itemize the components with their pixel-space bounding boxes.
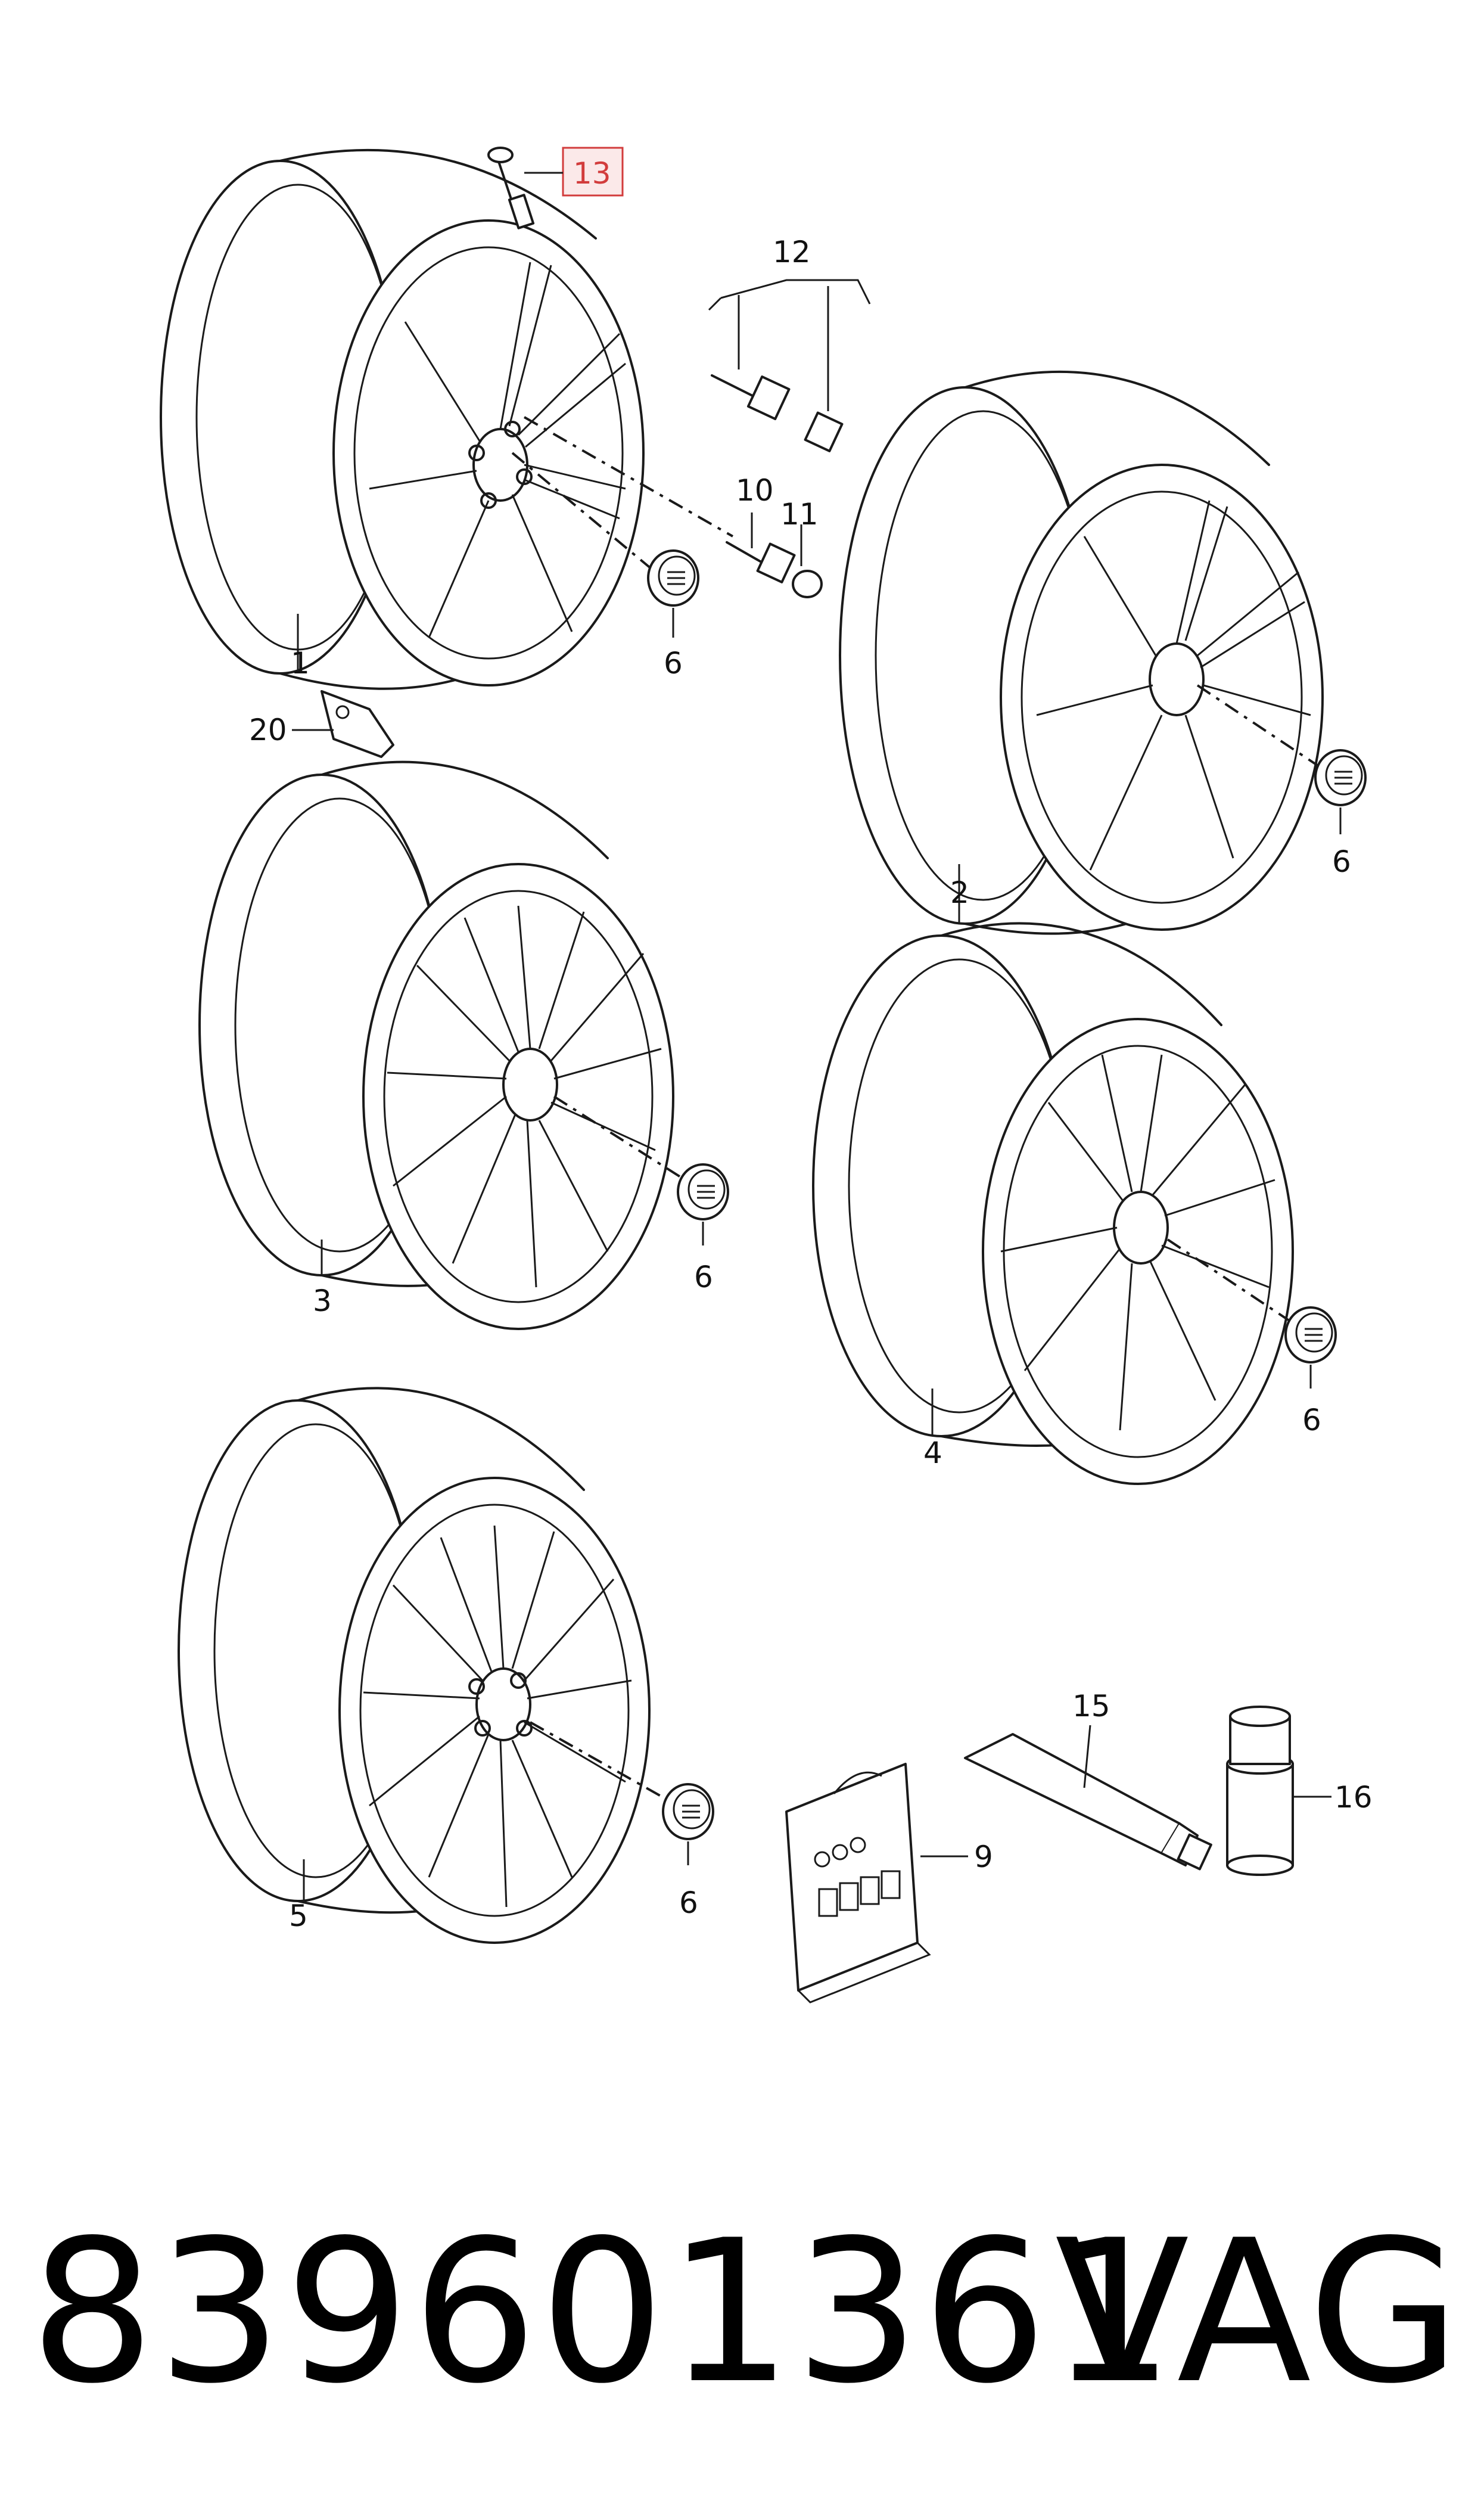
brand-name: VAG xyxy=(1054,2198,1460,2427)
paste-tube xyxy=(964,1725,1212,1871)
center-cap-1 xyxy=(647,549,699,607)
center-cap-5 xyxy=(662,1783,714,1840)
callout-15: 15 xyxy=(1072,1689,1110,1723)
callout-6a: 6 xyxy=(664,646,683,681)
callout-5: 5 xyxy=(289,1899,308,1933)
tpms-sensor xyxy=(292,690,394,758)
wheel-bolt-set xyxy=(708,279,871,452)
callout-6e: 6 xyxy=(679,1886,698,1920)
aerosol-can xyxy=(1226,1706,1331,1876)
bolt-and-nut xyxy=(726,513,823,598)
footer: 839601361 VAG xyxy=(0,2205,1484,2419)
callout-1: 1 xyxy=(291,646,310,681)
callout-6b: 6 xyxy=(1332,844,1351,879)
callout-4: 4 xyxy=(923,1436,942,1470)
callout-12: 12 xyxy=(773,235,811,269)
center-cap-4 xyxy=(1284,1306,1337,1363)
wheel-2 xyxy=(839,370,1324,935)
wheel-3 xyxy=(198,760,674,1330)
accessory-kit-box xyxy=(785,1763,968,2004)
callout-9: 9 xyxy=(974,1840,993,1874)
part-number: 839601361 xyxy=(30,2198,1177,2427)
callout-11: 11 xyxy=(780,497,819,532)
wheel-1 xyxy=(160,148,645,690)
callout-13: 13 xyxy=(573,156,611,191)
wheel-4 xyxy=(812,922,1294,1485)
callout-16: 16 xyxy=(1334,1780,1373,1815)
center-cap-2 xyxy=(1314,749,1367,806)
callout-6d: 6 xyxy=(1302,1403,1321,1437)
callout-13-box xyxy=(562,147,624,197)
callout-6c: 6 xyxy=(694,1260,713,1294)
valve-stem xyxy=(487,147,535,229)
center-cap-3 xyxy=(677,1163,729,1220)
callout-3: 3 xyxy=(313,1284,332,1318)
callout-10: 10 xyxy=(736,473,774,508)
wheel-5 xyxy=(178,1387,651,1944)
callout-20: 20 xyxy=(249,713,287,747)
callout-2: 2 xyxy=(950,875,969,910)
